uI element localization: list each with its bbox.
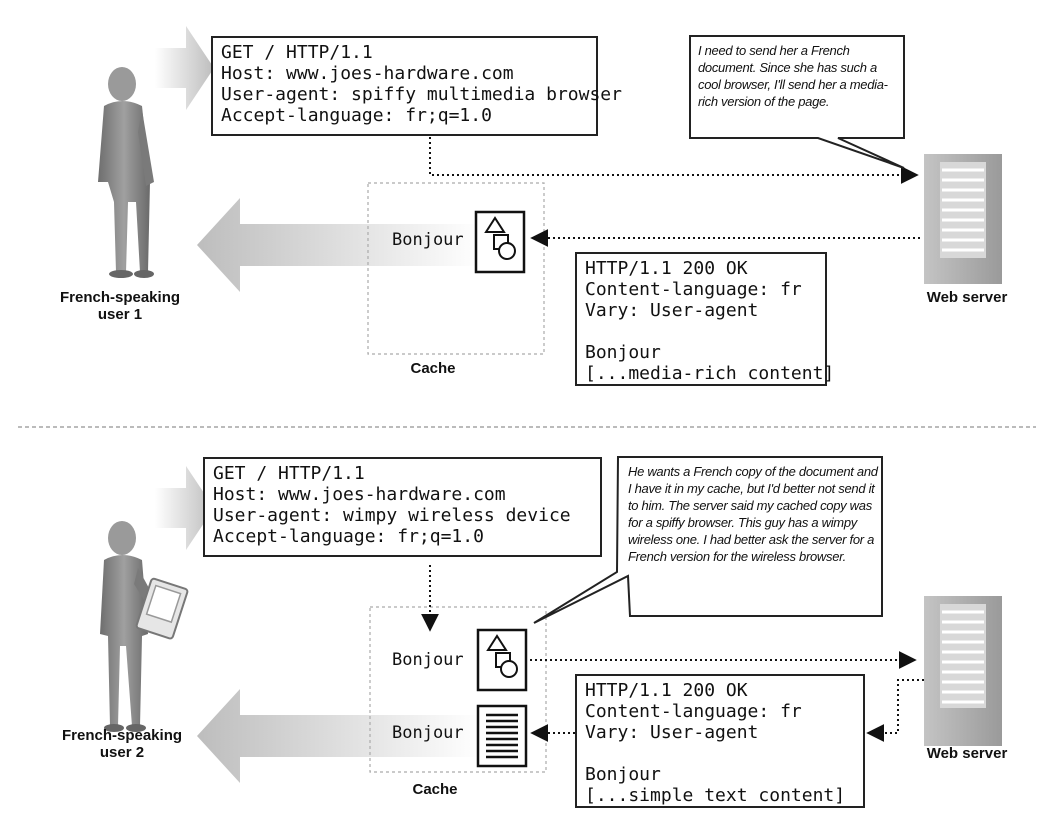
request-line: Host: www.joes-hardware.com bbox=[221, 63, 514, 84]
request-line: GET / HTTP/1.1 bbox=[221, 42, 373, 63]
request-line: User-agent: spiffy multimedia browser bbox=[221, 84, 622, 105]
response-line: HTTP/1.1 200 OK bbox=[585, 680, 748, 701]
handheld-device-icon bbox=[135, 577, 189, 640]
speech-bubble-2 bbox=[533, 456, 883, 624]
cache-boundary-2 bbox=[369, 606, 547, 773]
text-document-icon bbox=[476, 704, 528, 768]
request-line: Host: www.joes-hardware.com bbox=[213, 484, 506, 505]
response-line: [...media-rich content] bbox=[585, 363, 835, 384]
new-bonjour-label: Bonjour bbox=[392, 723, 464, 743]
response-arrow-2 bbox=[197, 689, 480, 783]
response-line: Content-language: fr bbox=[585, 701, 802, 722]
server-icon bbox=[924, 596, 1002, 746]
request-line: User-agent: wimpy wireless device bbox=[213, 505, 571, 526]
server-label-2: Web server bbox=[926, 745, 1008, 762]
person-icon bbox=[98, 67, 154, 278]
speech-bubble-1 bbox=[689, 35, 905, 169]
shapes-document-icon bbox=[474, 210, 526, 274]
request-arrow-2 bbox=[155, 466, 214, 550]
response-line: [...simple text content] bbox=[585, 785, 846, 806]
request-box-1: GET / HTTP/1.1 Host: www.joes-hardware.c… bbox=[211, 36, 622, 136]
request-box-2: GET / HTTP/1.1 Host: www.joes-hardware.c… bbox=[203, 457, 602, 557]
request-line: Accept-language: fr;q=1.0 bbox=[213, 526, 484, 547]
server-label-1: Web server bbox=[926, 289, 1008, 306]
response-line: Bonjour bbox=[585, 764, 661, 785]
response-box-2: HTTP/1.1 200 OK Content-language: fr Var… bbox=[575, 674, 865, 808]
user-label-2: French-speaking user 2 bbox=[61, 727, 183, 761]
speech-text-2: He wants a French copy of the document a… bbox=[628, 464, 878, 564]
cache-boundary-1 bbox=[367, 182, 545, 355]
response-line: Content-language: fr bbox=[585, 279, 802, 300]
cache-label-1: Cache bbox=[410, 360, 456, 377]
shapes-document-icon bbox=[476, 628, 528, 692]
cached-bonjour-label: Bonjour bbox=[392, 650, 464, 670]
person-icon bbox=[100, 521, 189, 732]
request-line: Accept-language: fr;q=1.0 bbox=[221, 105, 492, 126]
response-box-1: HTTP/1.1 200 OK Content-language: fr Var… bbox=[575, 252, 835, 386]
request-line: GET / HTTP/1.1 bbox=[213, 463, 365, 484]
speech-text-1: I need to send her a French document. Si… bbox=[698, 43, 888, 109]
response-line: Vary: User-agent bbox=[585, 300, 759, 321]
response-line: Vary: User-agent bbox=[585, 722, 759, 743]
cached-bonjour-label: Bonjour bbox=[392, 230, 464, 250]
cache-label-2: Cache bbox=[412, 781, 458, 798]
response-line: Bonjour bbox=[585, 342, 661, 363]
request-arrow-1 bbox=[155, 26, 214, 110]
response-arrow-1 bbox=[197, 198, 480, 292]
server-icon bbox=[924, 154, 1002, 284]
response-path-2a bbox=[866, 679, 924, 742]
response-line: HTTP/1.1 200 OK bbox=[585, 258, 748, 279]
user-label-1: French-speaking user 1 bbox=[59, 289, 181, 323]
